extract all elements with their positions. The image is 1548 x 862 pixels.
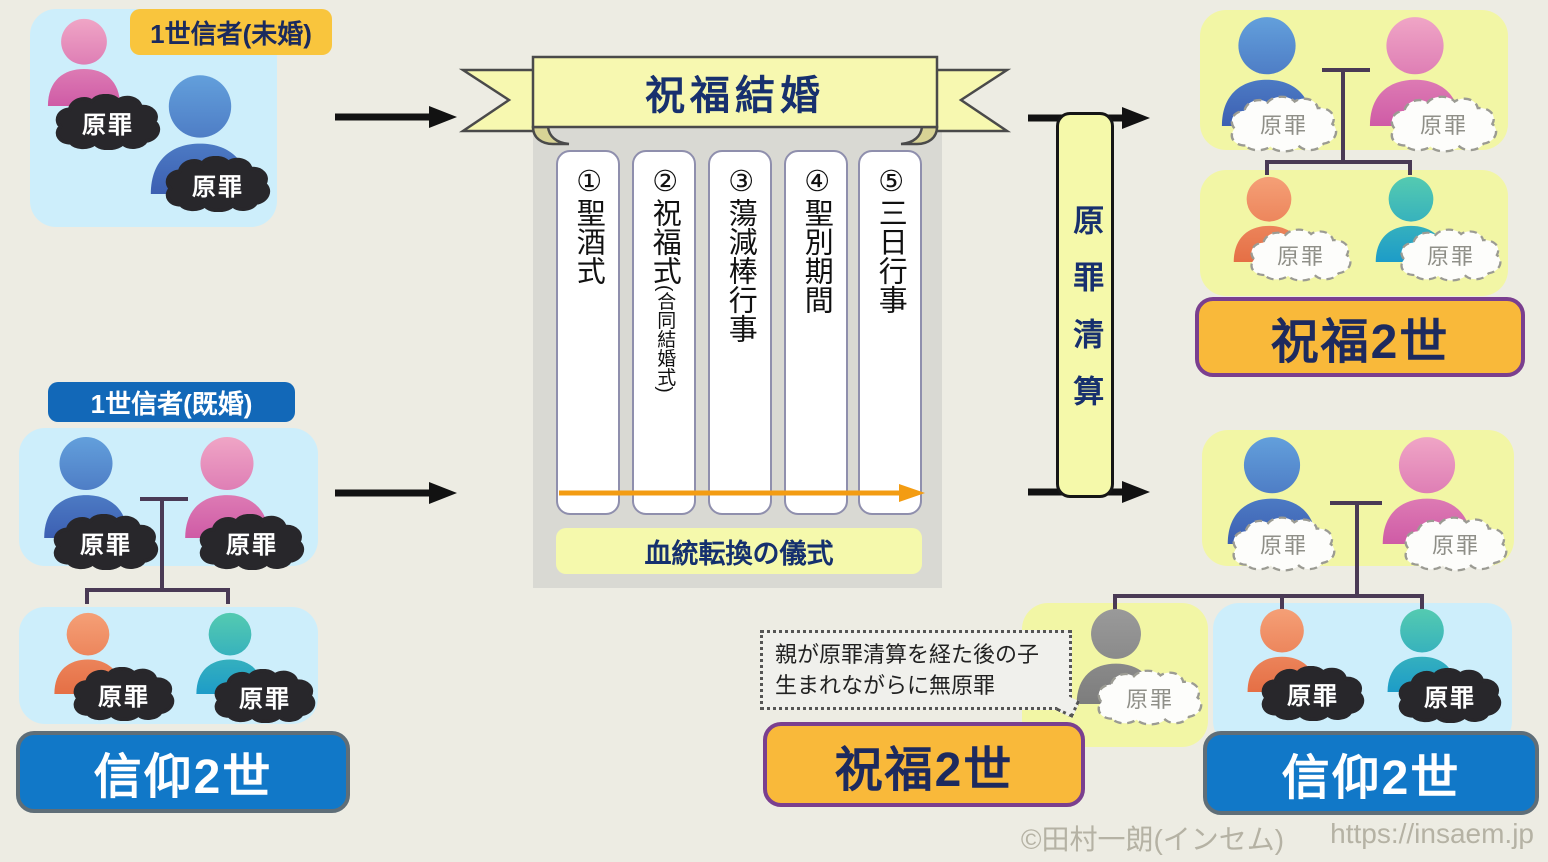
original-sin-label: 原罪 — [1259, 533, 1308, 558]
step-subtitle: (合同結婚式) — [654, 285, 676, 393]
ritual-caption-label: 血統転換の儀式 — [644, 538, 834, 569]
faith-2nd-gen-label: 信仰2世 — [1281, 752, 1461, 805]
sibling-line — [1265, 160, 1412, 164]
original-sin-label: 原罪 — [1424, 685, 1476, 712]
sibling-drop-line — [226, 588, 230, 604]
cleared-sin-cloud-icon: 原罪 — [1386, 95, 1502, 153]
faith-2nd-gen-label: 信仰2世 — [93, 751, 273, 804]
faith-2nd-gen-badge: 信仰2世 — [1203, 731, 1539, 815]
blessed-2nd-gen-badge: 祝福2世 — [763, 722, 1085, 807]
original-sin-cloud-icon: 原罪 — [1395, 668, 1505, 723]
original-sin-label: 原罪 — [98, 683, 150, 711]
note-bubble: 親が原罪清算を経た後の子 生まれながらに無原罪 — [760, 630, 1072, 710]
note-line-1: 親が原罪清算を経た後の子 — [775, 642, 1040, 667]
credit-text: ©田村一朗(インセム) — [1020, 824, 1285, 855]
faith-2nd-gen-badge: 信仰2世 — [16, 731, 350, 813]
original-sin-label: 原罪 — [1259, 113, 1308, 138]
original-sin-cloud-icon: 原罪 — [50, 514, 162, 570]
marriage-line — [1322, 68, 1370, 72]
original-sin-cloud-icon: 原罪 — [70, 667, 178, 721]
flow-arrow-icon — [335, 482, 457, 504]
original-sin-label: 原罪 — [1419, 113, 1468, 138]
sibling-drop-line — [1280, 594, 1284, 610]
sibling-drop-line — [1408, 160, 1412, 175]
blessing-marriage-ribbon-icon — [458, 55, 1012, 146]
descent-line — [1341, 68, 1345, 162]
sibling-drop-line — [1265, 160, 1269, 175]
descent-line — [160, 497, 164, 589]
original-sin-label: 原罪 — [1287, 683, 1339, 710]
sibling-line — [85, 588, 229, 592]
first-gen-married-label: 1世信者(既婚) — [90, 388, 253, 419]
blessed-2nd-gen-label: 祝福2世 — [1270, 316, 1450, 369]
note-line-2: 生まれながらに無原罪 — [775, 672, 996, 698]
ceremony-step-1: ①聖酒式 — [556, 150, 620, 515]
ceremony-step-3: ③蕩減棒行事 — [708, 150, 772, 515]
cleared-sin-cloud-icon: 原罪 — [1093, 669, 1207, 726]
step-title: ④聖別期間 — [800, 164, 833, 314]
original-sin-label: 原罪 — [80, 531, 132, 559]
cleared-sin-cloud-icon: 原罪 — [1228, 516, 1340, 572]
site-url: https://insaem.jp — [1330, 818, 1534, 849]
cleared-sin-cloud-icon: 原罪 — [1400, 516, 1512, 572]
original-sin-cloud-icon: 原罪 — [196, 514, 308, 570]
blessed-2nd-gen-badge: 祝福2世 — [1195, 297, 1525, 377]
original-sin-cloud-icon: 原罪 — [52, 94, 164, 150]
cleared-sin-cloud-icon: 原罪 — [1396, 228, 1506, 282]
original-sin-label: 原罪 — [239, 685, 291, 713]
original-sin-label: 原罪 — [1276, 244, 1325, 269]
ritual-caption-box: 血統転換の儀式 — [556, 528, 922, 574]
original-sin-cloud-icon: 原罪 — [162, 156, 274, 212]
original-sin-label: 原罪 — [1431, 533, 1480, 558]
sibling-drop-line — [85, 588, 89, 604]
first-gen-unmarried-tag: 1世信者(未婚) — [130, 9, 332, 55]
descent-line — [1355, 501, 1359, 596]
original-sin-label: 原罪 — [1125, 686, 1174, 712]
ceremony-step-2: ②祝福式(合同結婚式) — [632, 150, 696, 515]
step-title: ⑤三日行事 — [874, 164, 907, 314]
step-title: ①聖酒式 — [572, 164, 605, 285]
blessed-2nd-gen-label: 祝福2世 — [834, 743, 1014, 797]
first-gen-married-tag: 1世信者(既婚) — [48, 382, 295, 422]
original-sin-cloud-icon: 原罪 — [1258, 666, 1368, 721]
ceremony-step-4: ④聖別期間 — [784, 150, 848, 515]
ceremony-step-5: ⑤三日行事 — [858, 150, 922, 515]
cleared-sin-cloud-icon: 原罪 — [1226, 95, 1342, 153]
original-sin-label: 原罪 — [1426, 244, 1475, 269]
person-pink-icon — [40, 18, 128, 106]
banner-title: 祝福結婚 — [645, 74, 825, 118]
sibling-drop-line — [1420, 594, 1424, 610]
original-sin-label: 原罪 — [82, 111, 134, 139]
sin-settlement-label: 原罪清算 — [1068, 204, 1104, 432]
original-sin-cloud-icon: 原罪 — [211, 669, 319, 723]
original-sin-label: 原罪 — [226, 531, 278, 559]
original-sin-label: 原罪 — [192, 173, 244, 201]
step-title: ③蕩減棒行事 — [724, 164, 757, 343]
cleared-sin-cloud-icon: 原罪 — [1246, 228, 1356, 282]
step-title: ②祝福式 — [648, 164, 681, 285]
sin-settlement-box: 原罪清算 — [1056, 112, 1114, 498]
flow-arrow-icon — [335, 106, 457, 128]
footer: ©田村一朗(インセム) https://insaem.jp — [1021, 818, 1534, 858]
progress-arrow-icon — [559, 484, 925, 502]
sibling-line — [1113, 594, 1423, 598]
sibling-drop-line — [1113, 594, 1117, 614]
first-gen-unmarried-label: 1世信者(未婚) — [150, 18, 312, 49]
marriage-line — [140, 497, 188, 501]
